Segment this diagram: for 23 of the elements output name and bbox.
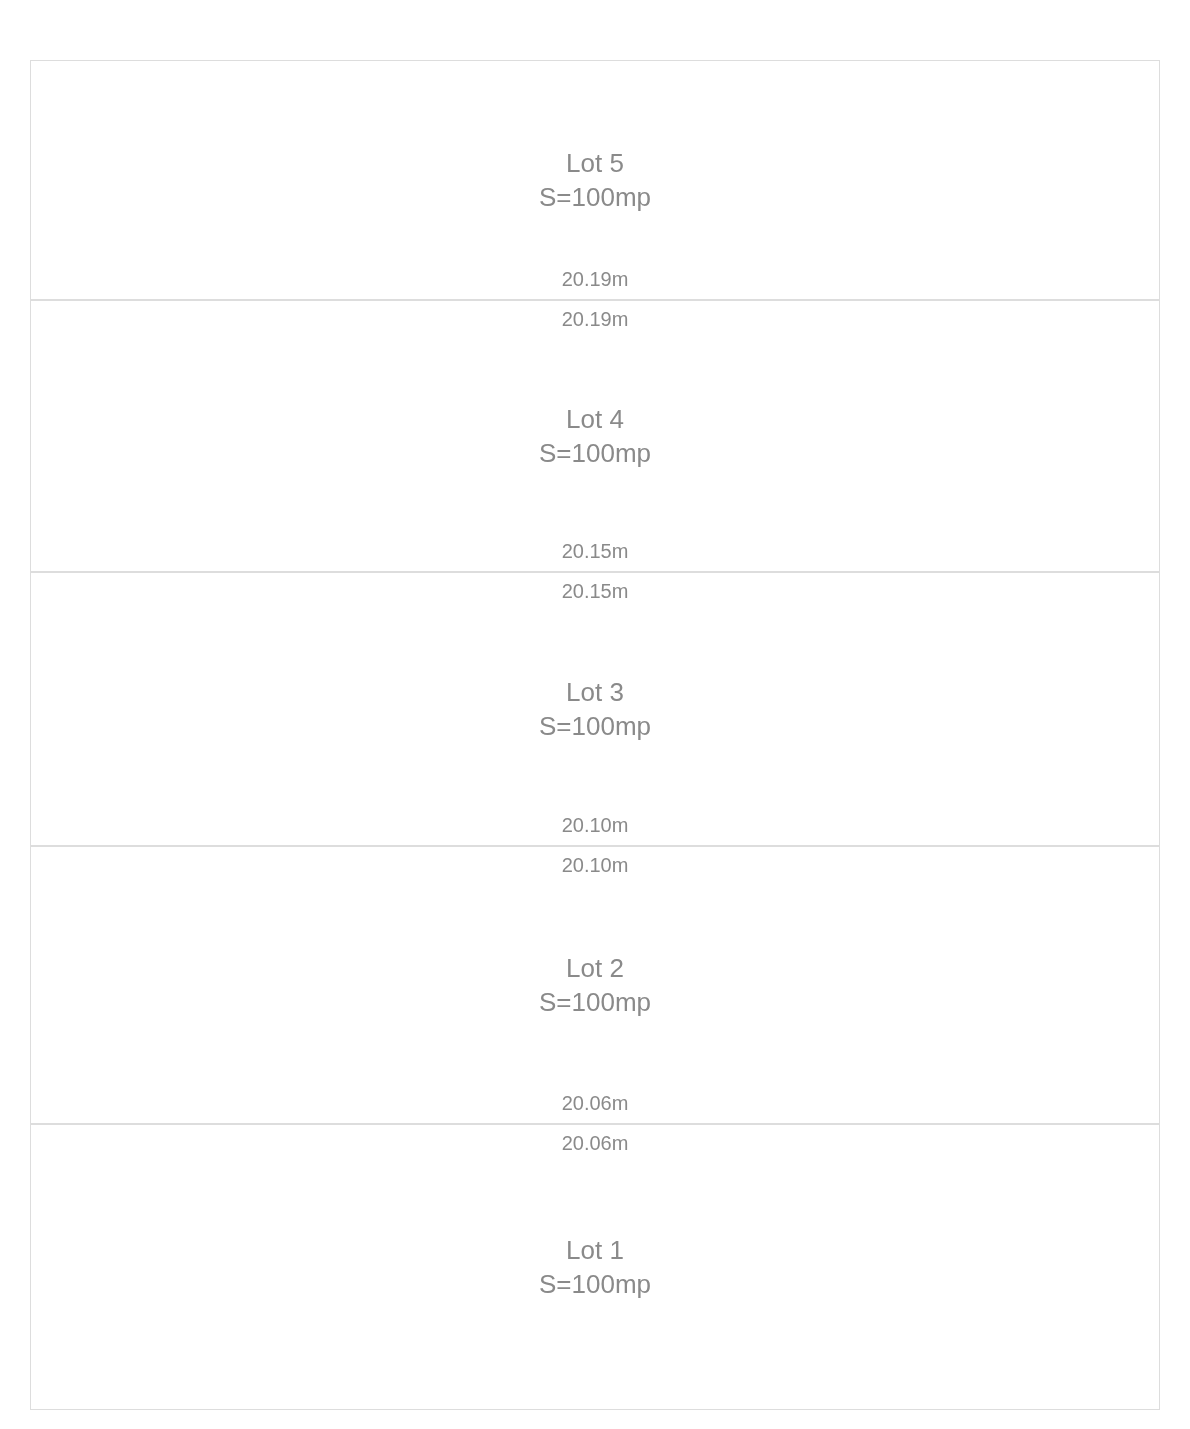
- lot-number: Lot 3: [566, 676, 624, 709]
- lot-number: Lot 4: [566, 403, 624, 436]
- lot-number: Lot 1: [566, 1234, 624, 1267]
- lot-parcel: [30, 846, 1160, 1124]
- dimension-label: 20.15m: [560, 580, 630, 603]
- dimension-label: 20.19m: [560, 308, 630, 331]
- dimension-label: 20.19m: [560, 268, 630, 291]
- lot-area: S=100mp: [539, 985, 651, 1019]
- lot-parcel: [30, 1124, 1160, 1410]
- lot-parcel: [30, 300, 1160, 572]
- lot-area: S=100mp: [539, 180, 651, 214]
- lot-number: Lot 5: [566, 147, 624, 180]
- dimension-label: 20.06m: [560, 1092, 630, 1115]
- dimension-label: 20.06m: [560, 1132, 630, 1155]
- lot-number: Lot 2: [566, 952, 624, 985]
- dimension-label: 20.10m: [560, 854, 630, 877]
- lot-area: S=100mp: [539, 436, 651, 470]
- lot-area: S=100mp: [539, 709, 651, 743]
- lot-parcel: [30, 572, 1160, 846]
- lot-area: S=100mp: [539, 1267, 651, 1301]
- dimension-label: 20.10m: [560, 814, 630, 837]
- dimension-label: 20.15m: [560, 540, 630, 563]
- lot-parcel: [30, 60, 1160, 300]
